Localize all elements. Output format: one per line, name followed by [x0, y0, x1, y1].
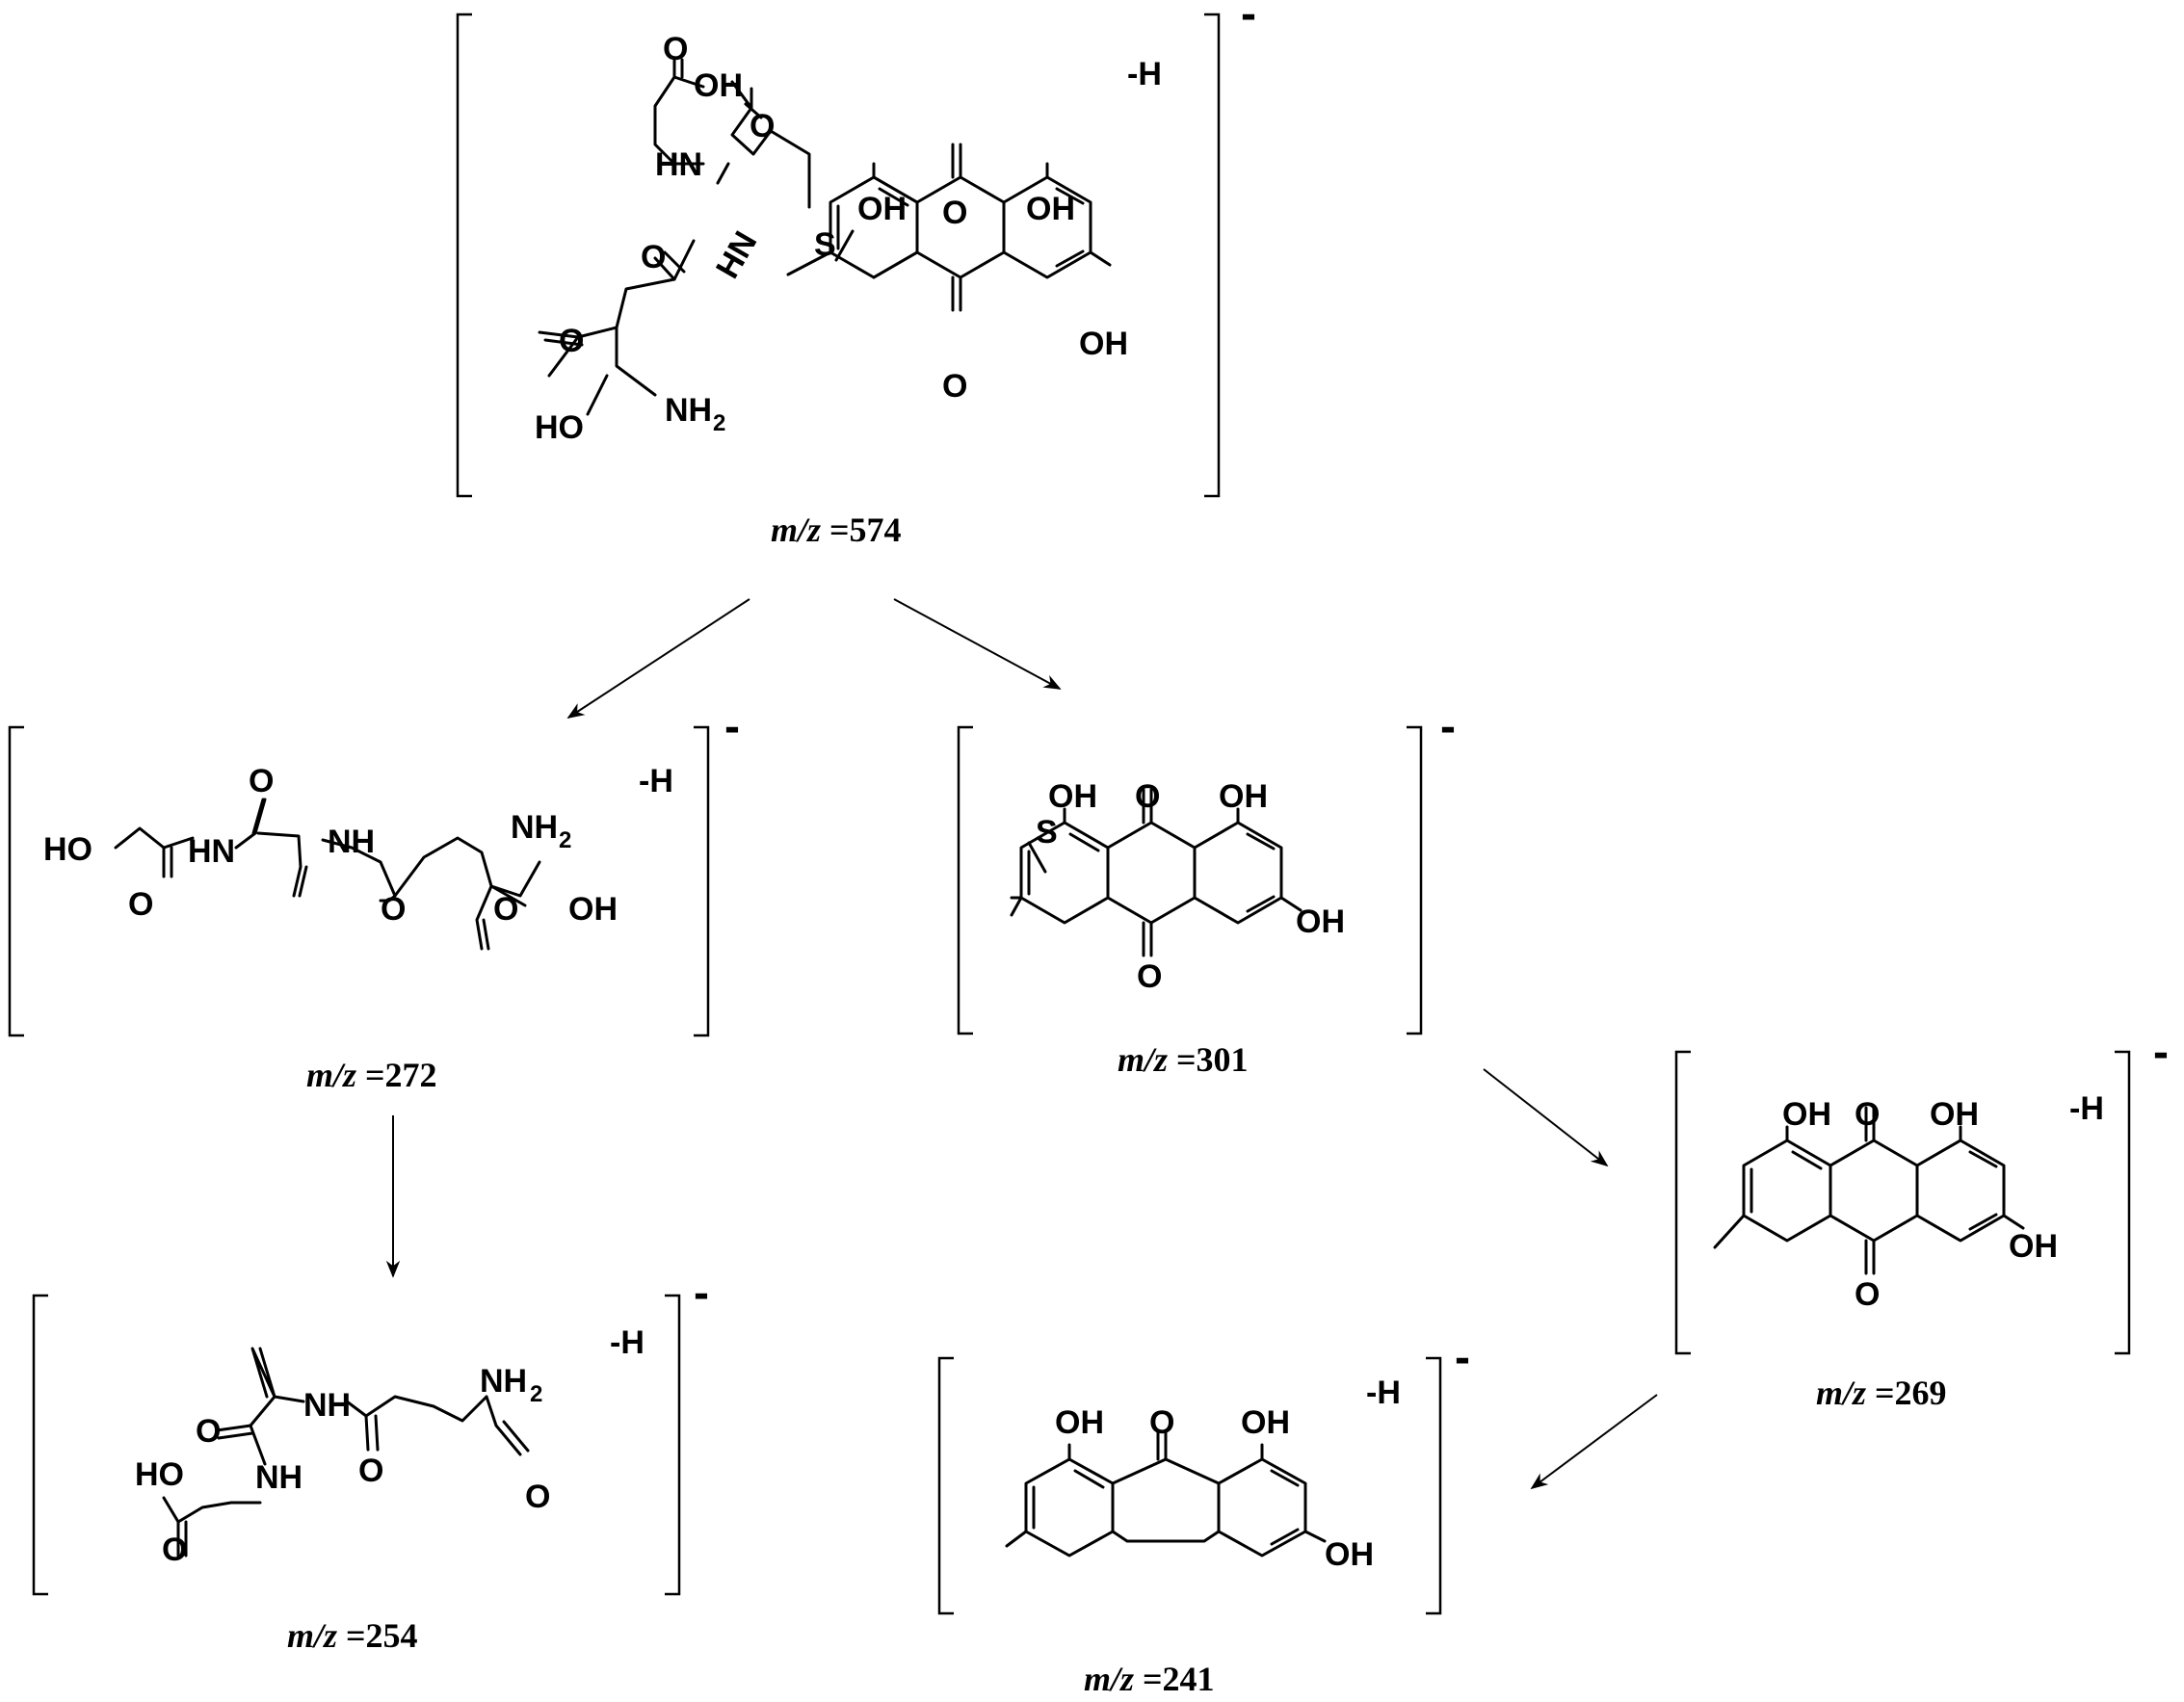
svg-text:O: O [249, 763, 274, 799]
svg-text:NH: NH [328, 824, 375, 860]
svg-text:O: O [128, 886, 153, 923]
bracket-right [1426, 1356, 1442, 1615]
svg-text:OH: OH [1048, 778, 1097, 815]
svg-text:2: 2 [530, 1381, 542, 1407]
molecule-structure [1713, 1106, 2025, 1275]
svg-text:O: O [493, 891, 518, 928]
mz-label: m/z =574 [771, 511, 902, 549]
svg-text:NH: NH [255, 1459, 303, 1496]
svg-text:O: O [358, 1453, 383, 1489]
bracket-right [665, 1294, 681, 1596]
svg-text:O: O [381, 891, 406, 928]
svg-text:OH: OH [694, 67, 743, 104]
charge-sign: - [1440, 701, 1456, 752]
svg-text:O: O [559, 323, 584, 359]
molecule-structure [1005, 1428, 1327, 1558]
svg-text:O: O [1149, 1404, 1174, 1441]
charge-sign: - [1241, 0, 1256, 39]
svg-text:HO: HO [135, 1456, 184, 1493]
bracket-right [694, 725, 710, 1037]
species-frag301: - OH O OH S OH O m/z =301 [957, 701, 1456, 1079]
bracket-left [1674, 1050, 1691, 1355]
svg-text:O: O [663, 31, 688, 67]
svg-text:OH: OH [568, 891, 618, 928]
species-frag269: - -H OH O OH OH O m/z =269 [1674, 1027, 2169, 1412]
svg-text:S: S [814, 226, 836, 263]
svg-text:S: S [1036, 814, 1058, 851]
svg-text:HO: HO [43, 831, 92, 868]
mz-label: m/z =272 [306, 1056, 437, 1094]
svg-text:NH: NH [511, 809, 558, 846]
svg-text:O: O [942, 368, 967, 405]
svg-text:HN: HN [655, 146, 702, 183]
mz-label: m/z =254 [287, 1616, 418, 1655]
arrow-precursor-to-frag272 [566, 598, 750, 719]
charge-sign: - [2153, 1027, 2169, 1078]
svg-text:OH: OH [1325, 1536, 1374, 1573]
svg-text:O: O [1855, 1276, 1880, 1313]
charge-sign: - [694, 1268, 709, 1319]
svg-text:OH: OH [1055, 1404, 1104, 1441]
svg-text:OH: OH [1026, 191, 1075, 227]
deprotonation-label: -H [1366, 1375, 1401, 1411]
species-frag272: - -H O NH NH 2 HO HN O O O OH m/z =272 [8, 701, 740, 1094]
svg-text:OH: OH [1930, 1096, 1979, 1133]
svg-text:O: O [525, 1479, 550, 1515]
bracket-left [957, 725, 973, 1035]
species-frag254: - -H NH NH 2 O HO NH O O O m/z =254 [32, 1268, 709, 1655]
svg-text:OH: OH [1782, 1096, 1831, 1133]
svg-text:OH: OH [1079, 326, 1128, 362]
svg-text:O: O [750, 108, 775, 144]
svg-text:HN: HN [188, 833, 235, 870]
svg-text:NH: NH [303, 1387, 351, 1424]
charge-sign: - [1455, 1332, 1470, 1383]
molecule-structure [538, 58, 1112, 416]
bracket-right [1204, 13, 1221, 498]
svg-text:NH: NH [665, 392, 712, 429]
svg-text:NH: NH [480, 1363, 527, 1400]
bracket-left [8, 725, 24, 1037]
svg-text:2: 2 [713, 410, 725, 436]
molecule-structure [162, 1347, 530, 1558]
svg-text:O: O [1137, 958, 1162, 995]
svg-text:O: O [196, 1413, 221, 1450]
bracket-left [32, 1294, 48, 1596]
mz-label: m/z =269 [1816, 1374, 1947, 1412]
bracket-right [2115, 1050, 2131, 1355]
molecule-structure [1010, 788, 1303, 957]
svg-text:O: O [641, 239, 666, 275]
deprotonation-label: -H [2069, 1090, 2104, 1127]
svg-text:OH: OH [2009, 1228, 2058, 1265]
species-precursor: - -H [456, 0, 1256, 549]
species-frag241: - -H OH O OH OH m/z =241 [937, 1332, 1470, 1698]
svg-text:O: O [1855, 1096, 1880, 1133]
bracket-right [1407, 725, 1423, 1035]
svg-text:2: 2 [559, 827, 571, 853]
reaction-arrows [385, 598, 1658, 1490]
svg-text:O: O [162, 1532, 187, 1568]
arrow-frag269-to-frag241 [1530, 1394, 1658, 1490]
deprotonation-label: -H [610, 1324, 645, 1361]
svg-text:OH: OH [1219, 778, 1268, 815]
deprotonation-label: -H [639, 763, 673, 799]
svg-text:O: O [1135, 778, 1160, 815]
svg-text:OH: OH [1241, 1404, 1290, 1441]
svg-text:O: O [942, 195, 967, 231]
arrow-precursor-to-frag301 [893, 598, 1062, 690]
charge-sign: - [724, 701, 740, 752]
svg-text:HN: HN [709, 225, 764, 285]
svg-text:OH: OH [857, 191, 907, 227]
bracket-left [456, 13, 472, 498]
bracket-left [937, 1356, 954, 1615]
arrow-frag301-to-frag269 [1483, 1068, 1609, 1167]
mz-label: m/z =301 [1118, 1040, 1249, 1079]
deprotonation-label: -H [1127, 56, 1162, 92]
svg-text:HO: HO [535, 409, 584, 446]
molecule-structure [114, 798, 541, 951]
svg-text:OH: OH [1296, 903, 1345, 940]
mz-label: m/z =241 [1084, 1660, 1215, 1698]
